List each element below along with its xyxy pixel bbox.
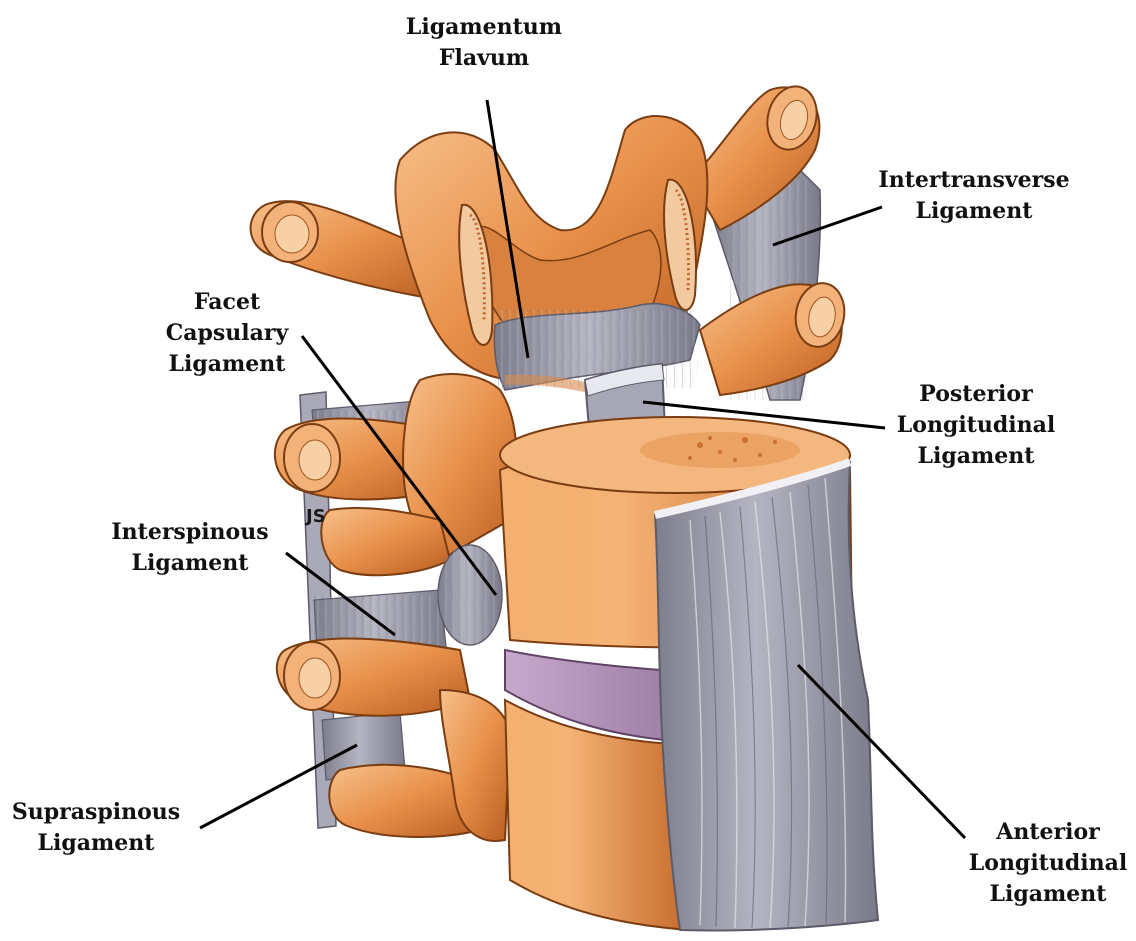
label-anterior-longitudinal-ligament: Anterior Longitudinal Ligament bbox=[966, 817, 1130, 910]
label-supraspinous-ligament: Supraspinous Ligament bbox=[6, 797, 186, 859]
artist-signature: JS bbox=[306, 506, 326, 527]
label-interspinous-ligament: Interspinous Ligament bbox=[108, 517, 272, 579]
middle-right-transverse-process bbox=[700, 279, 849, 395]
anterior-longitudinal-ligament-shape bbox=[655, 462, 878, 931]
label-posterior-longitudinal-ligament: Posterior Longitudinal Ligament bbox=[896, 379, 1056, 472]
label-facet-capsulary-ligament: Facet Capsulary Ligament bbox=[165, 287, 289, 380]
label-ligamentum-flavum: Ligamentum Flavum bbox=[404, 12, 564, 74]
label-intertransverse-ligament: Intertransverse Ligament bbox=[876, 165, 1072, 227]
